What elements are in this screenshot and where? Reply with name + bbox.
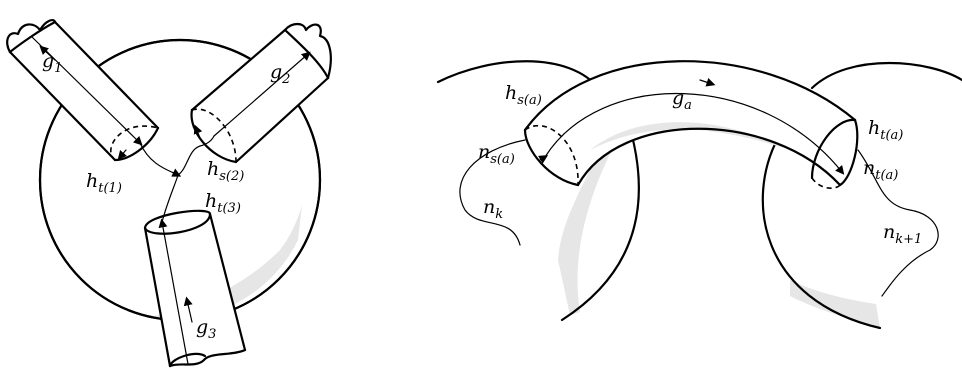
right-zero-handle-arc xyxy=(761,61,962,330)
one-handle-g1 xyxy=(6,19,160,162)
right-panel: ga hs(a) ht(a) ns(a) nt(a) nk nk+1 xyxy=(436,60,962,330)
label-h-s2: hs(2) xyxy=(207,158,244,184)
label-g1: g1 xyxy=(42,50,62,76)
label-h-ta: ht(a) xyxy=(868,117,903,143)
label-g2: g2 xyxy=(270,61,290,87)
left-zero-handle-arc xyxy=(436,60,640,322)
label-n-k: nk xyxy=(483,196,503,222)
label-n-ta: nt(a) xyxy=(863,157,898,183)
label-h-t1: ht(1) xyxy=(86,170,122,196)
attaching-curve-junction xyxy=(139,135,215,223)
left-panel: g1 g2 g3 ht(1) hs(2) ht(3) xyxy=(6,19,332,368)
one-handle-bridge xyxy=(523,60,859,189)
label-n-sa: ns(a) xyxy=(478,141,515,167)
label-g3: g3 xyxy=(196,316,216,342)
label-n-k1: nk+1 xyxy=(883,221,922,247)
label-h-sa: hs(a) xyxy=(505,82,542,108)
label-g-a: ga xyxy=(672,87,692,113)
one-handle-g3 xyxy=(143,209,247,368)
label-h-t3: ht(3) xyxy=(205,190,241,216)
one-handle-g2 xyxy=(190,22,332,164)
